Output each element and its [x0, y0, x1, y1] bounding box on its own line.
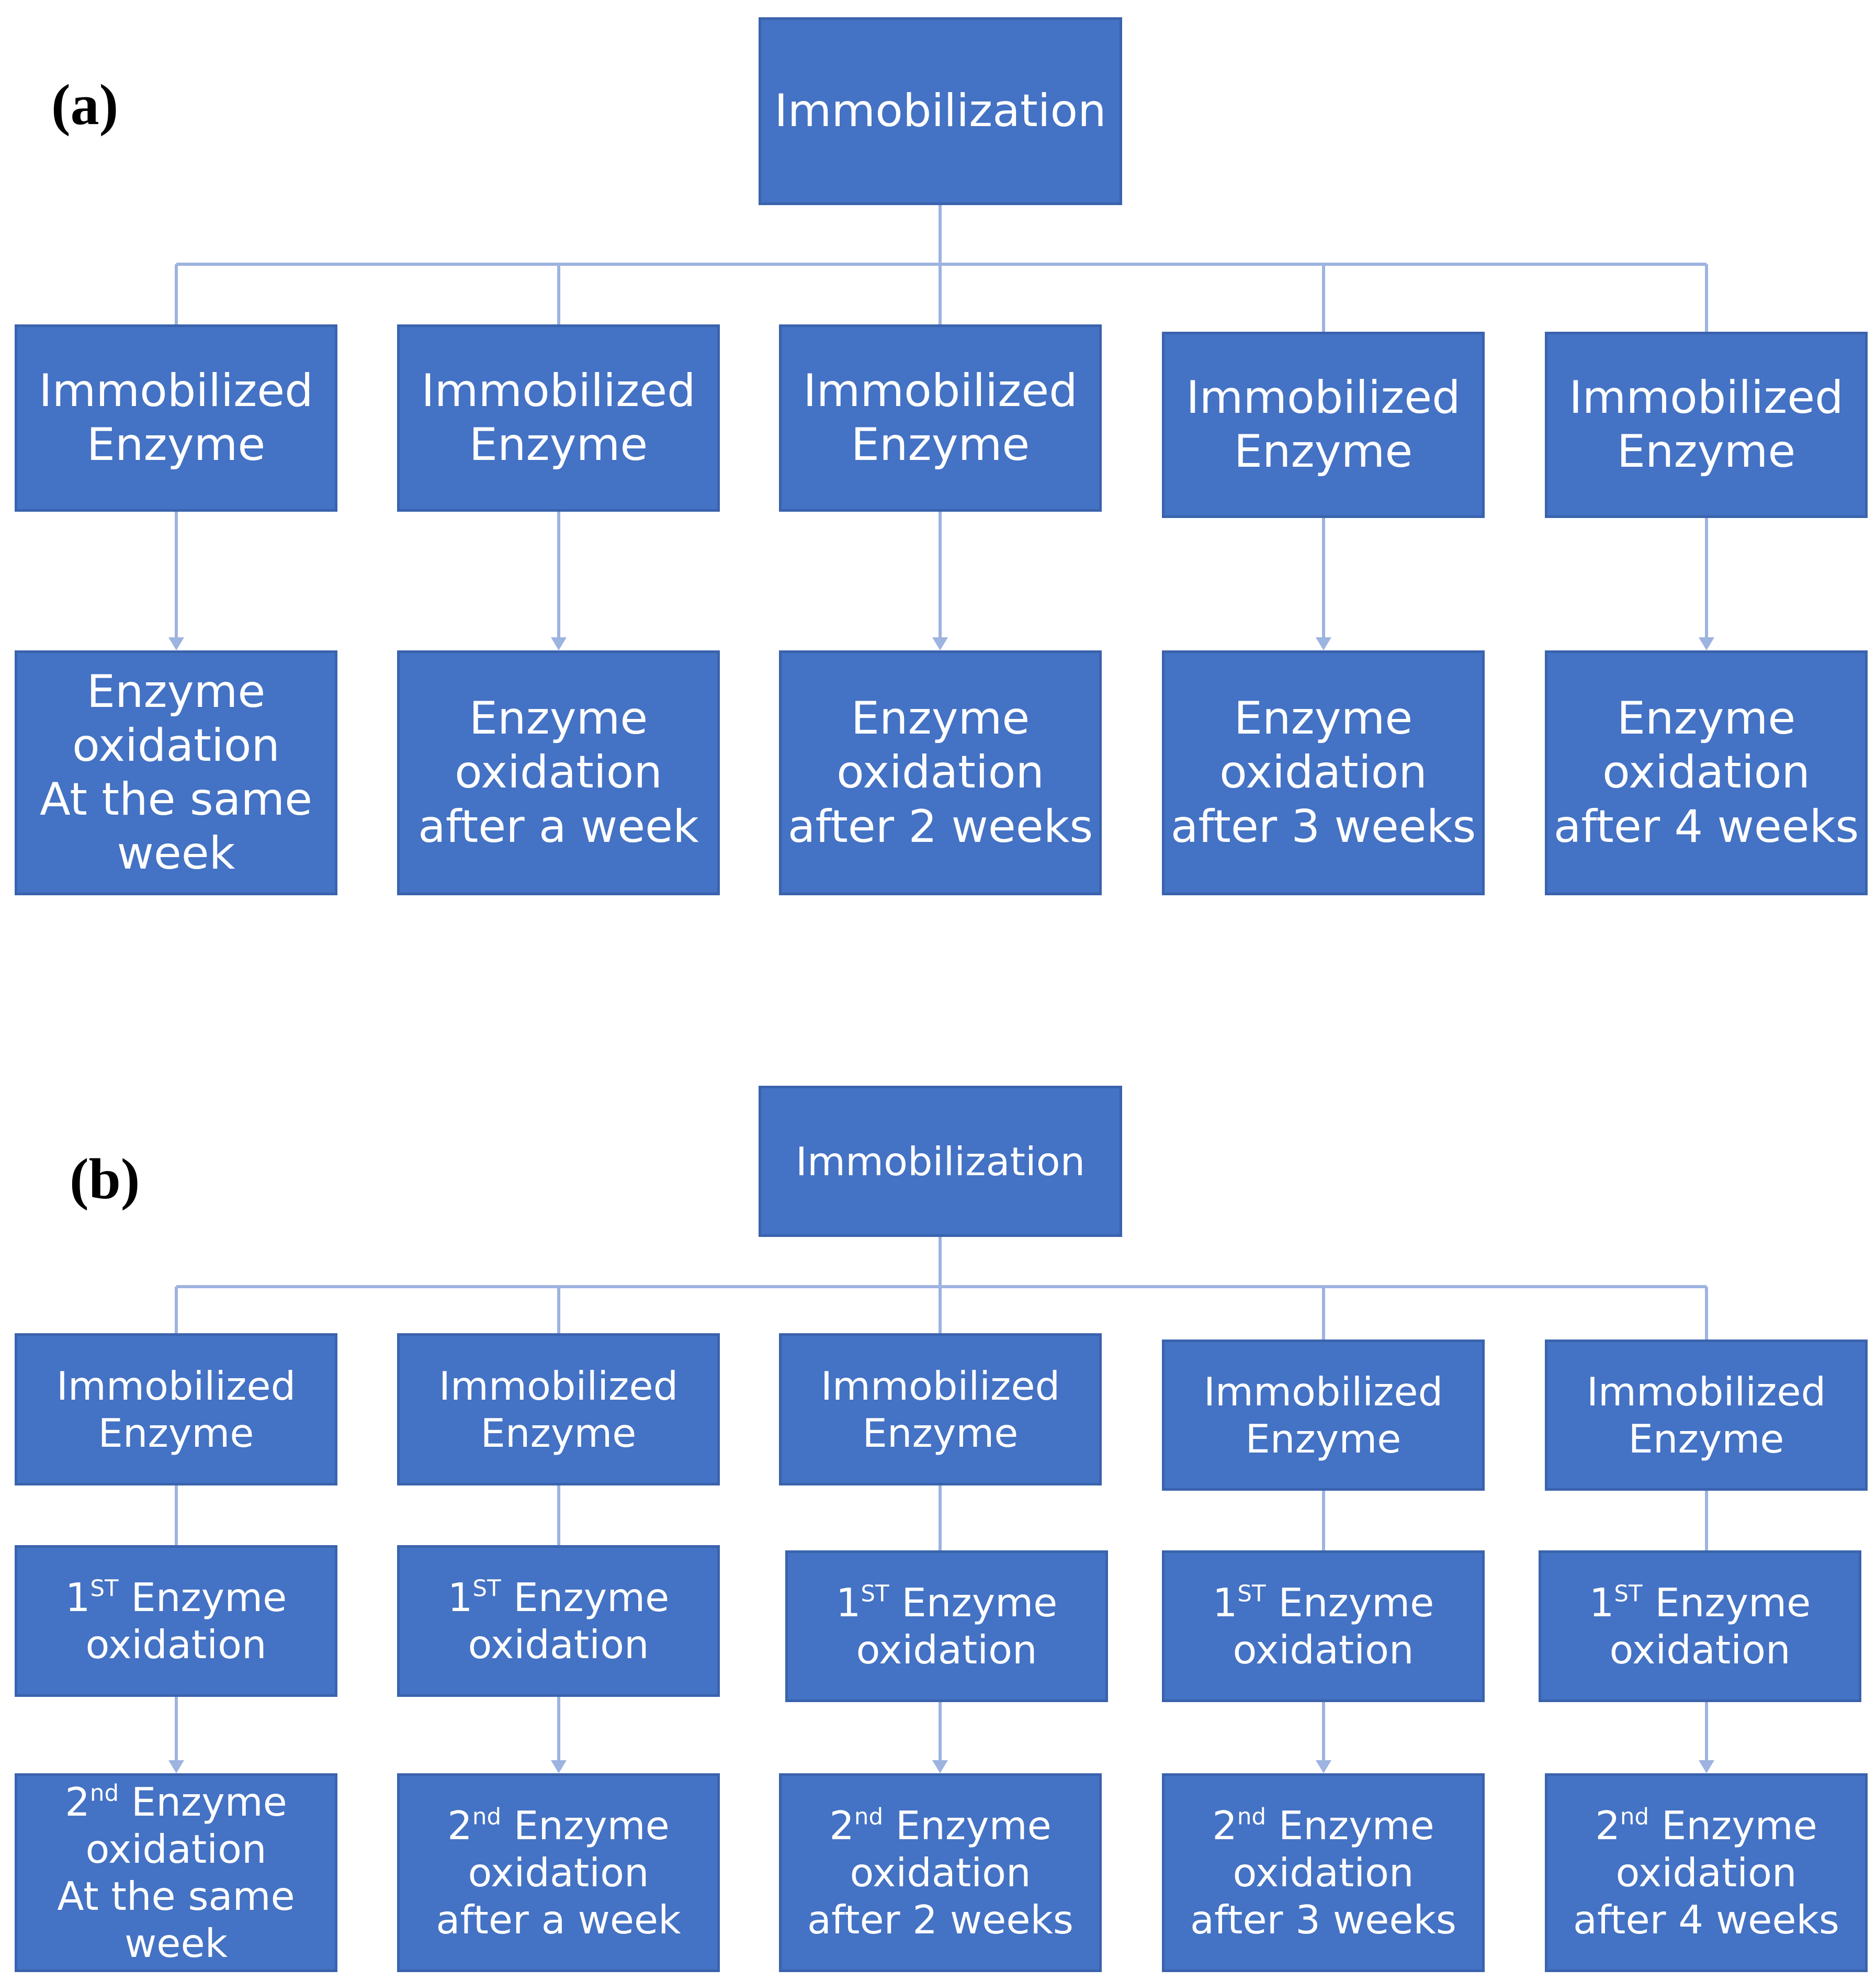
immobilized-label: Immobilized	[421, 364, 696, 417]
second-oxidation-box: 2nd Enzyme oxidation after a week	[397, 1773, 720, 1972]
second-oxidation-title: 2nd Enzyme	[1595, 1803, 1817, 1849]
immobilized-label: Immobilized	[1203, 1368, 1443, 1415]
first-oxidation-title: 1ST Enzyme	[65, 1574, 287, 1620]
enzyme-label: Enzyme	[469, 419, 648, 471]
immobilized-label: Immobilized	[56, 1363, 296, 1409]
first-oxidation-title: 1ST Enzyme	[447, 1574, 670, 1620]
first-oxidation-box: 1ST Enzyme oxidation	[1162, 1550, 1485, 1702]
first-oxidation-title: 1ST Enzyme	[1212, 1580, 1434, 1626]
oxidation-line: At the same	[39, 773, 313, 826]
first-oxidation-line: oxidation	[1609, 1627, 1791, 1673]
second-oxidation-line: week	[124, 1920, 228, 1966]
oxidation-line: oxidation	[837, 746, 1044, 799]
immobilized-enzyme-box: Immobilized Enzyme	[779, 324, 1102, 512]
first-oxidation-line: oxidation	[85, 1622, 267, 1668]
second-oxidation-line: after 2 weeks	[807, 1897, 1073, 1943]
immobilized-label: Immobilized	[1186, 371, 1461, 424]
immobilization-box-b: Immobilization	[759, 1086, 1122, 1237]
immobilization-label: Immobilization	[795, 1138, 1086, 1185]
oxidation-line: oxidation	[1219, 746, 1427, 799]
immobilized-label: Immobilized	[39, 364, 313, 417]
oxidation-line: after 2 weeks	[787, 800, 1093, 853]
oxidation-line: after 4 weeks	[1553, 800, 1859, 853]
oxidation-line: Enzyme	[1234, 692, 1413, 745]
immobilized-enzyme-box: Immobilized Enzyme	[397, 324, 720, 512]
second-oxidation-title: 2nd Enzyme	[1212, 1803, 1434, 1849]
oxidation-line: week	[117, 827, 235, 880]
immobilized-label: Immobilized	[438, 1363, 679, 1409]
second-oxidation-line: after 3 weeks	[1190, 1897, 1456, 1943]
second-oxidation-line: oxidation	[1233, 1850, 1414, 1896]
first-oxidation-title: 1ST Enzyme	[835, 1580, 1058, 1626]
second-oxidation-title: 2nd Enzyme	[65, 1779, 287, 1825]
second-oxidation-line: At the same	[57, 1873, 295, 1919]
immobilized-label: Immobilized	[820, 1363, 1060, 1409]
second-oxidation-box: 2nd Enzyme oxidation after 2 weeks	[779, 1773, 1102, 1972]
second-oxidation-line: oxidation	[1615, 1850, 1797, 1896]
enzyme-label: Enzyme	[98, 1410, 254, 1456]
immobilized-label: Immobilized	[1569, 371, 1844, 424]
enzyme-label: Enzyme	[851, 419, 1030, 471]
immobilized-enzyme-box: Immobilized Enzyme	[397, 1333, 720, 1485]
enzyme-oxidation-box: Enzyme oxidation after 4 weeks	[1545, 650, 1868, 895]
enzyme-oxidation-box: Enzyme oxidation At the same week	[15, 650, 337, 895]
second-oxidation-box: 2nd Enzyme oxidation after 4 weeks	[1545, 1773, 1868, 1972]
oxidation-line: Enzyme	[851, 692, 1030, 745]
immobilized-enzyme-box: Immobilized Enzyme	[1545, 1340, 1868, 1491]
immobilized-enzyme-box: Immobilized Enzyme	[779, 1333, 1102, 1485]
immobilized-enzyme-box: Immobilized Enzyme	[15, 324, 337, 512]
immobilized-label: Immobilized	[803, 364, 1078, 417]
oxidation-line: after 3 weeks	[1170, 800, 1476, 853]
first-oxidation-box: 1ST Enzyme oxidation	[1539, 1550, 1861, 1702]
second-oxidation-box: 2nd Enzyme oxidation after 3 weeks	[1162, 1773, 1485, 1972]
second-oxidation-line: oxidation	[85, 1826, 267, 1872]
second-oxidation-title: 2nd Enzyme	[447, 1803, 670, 1849]
second-oxidation-line: after a week	[436, 1897, 681, 1943]
oxidation-line: Enzyme	[1617, 692, 1796, 745]
enzyme-label: Enzyme	[1234, 425, 1413, 478]
oxidation-line: Enzyme	[469, 692, 648, 745]
second-oxidation-box: 2nd Enzyme oxidation At the same week	[15, 1773, 337, 1972]
panel-label-b: (b)	[70, 1147, 140, 1211]
second-oxidation-line: oxidation	[850, 1850, 1031, 1896]
first-oxidation-box: 1ST Enzyme oxidation	[397, 1545, 720, 1697]
first-oxidation-title: 1ST Enzyme	[1589, 1580, 1811, 1626]
enzyme-label: Enzyme	[86, 419, 266, 471]
first-oxidation-box: 1ST Enzyme oxidation	[785, 1550, 1108, 1702]
enzyme-label: Enzyme	[1617, 425, 1796, 478]
enzyme-label: Enzyme	[862, 1410, 1019, 1456]
immobilized-enzyme-box: Immobilized Enzyme	[15, 1333, 337, 1485]
immobilization-label: Immobilization	[774, 84, 1106, 137]
oxidation-line: Enzyme	[86, 665, 266, 718]
first-oxidation-box: 1ST Enzyme oxidation	[15, 1545, 337, 1697]
immobilized-label: Immobilized	[1586, 1368, 1826, 1415]
enzyme-oxidation-box: Enzyme oxidation after 2 weeks	[779, 650, 1102, 895]
first-oxidation-line: oxidation	[856, 1627, 1037, 1673]
enzyme-label: Enzyme	[480, 1410, 637, 1456]
immobilization-box-a: Immobilization	[759, 17, 1122, 205]
oxidation-line: oxidation	[72, 719, 280, 772]
enzyme-oxidation-box: Enzyme oxidation after 3 weeks	[1162, 650, 1485, 895]
oxidation-line: oxidation	[455, 746, 662, 799]
first-oxidation-line: oxidation	[1233, 1627, 1414, 1673]
immobilized-enzyme-box: Immobilized Enzyme	[1162, 332, 1485, 518]
oxidation-line: oxidation	[1602, 746, 1810, 799]
enzyme-oxidation-box: Enzyme oxidation after a week	[397, 650, 720, 895]
immobilized-enzyme-box: Immobilized Enzyme	[1545, 332, 1868, 518]
enzyme-label: Enzyme	[1628, 1415, 1784, 1462]
panel-label-a: (a)	[51, 73, 119, 137]
first-oxidation-line: oxidation	[468, 1622, 649, 1668]
second-oxidation-title: 2nd Enzyme	[829, 1803, 1052, 1849]
second-oxidation-line: oxidation	[468, 1850, 649, 1896]
enzyme-label: Enzyme	[1245, 1415, 1402, 1462]
second-oxidation-line: after 4 weeks	[1573, 1897, 1839, 1943]
immobilized-enzyme-box: Immobilized Enzyme	[1162, 1340, 1485, 1491]
oxidation-line: after a week	[418, 800, 699, 853]
